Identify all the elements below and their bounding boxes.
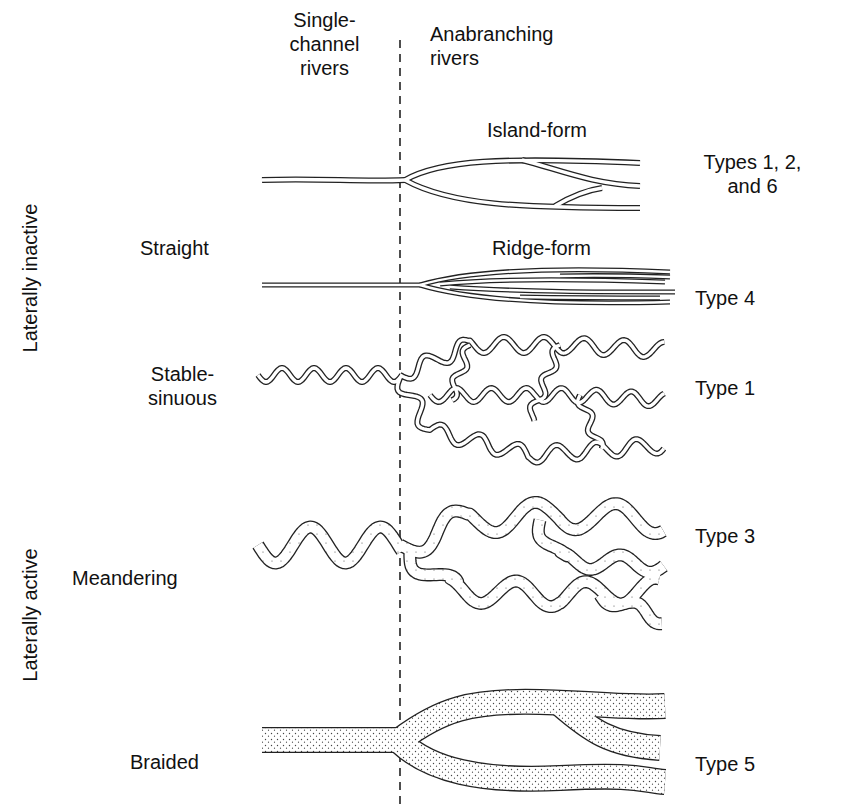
channel-bed (258, 368, 402, 382)
channel-bed (555, 188, 602, 206)
axis-label: Laterally inactive (18, 204, 42, 353)
pattern-label: Braided (130, 750, 199, 774)
pattern-label: Stable-sinuous (130, 362, 235, 410)
channel-bed (430, 388, 664, 406)
channel-bed (530, 345, 560, 421)
channel-bed (452, 345, 470, 400)
type-label: Type 4 (695, 286, 755, 310)
channel-bed (262, 179, 405, 180)
channel-bed (405, 160, 640, 180)
column-header: Anabranching rivers (430, 22, 570, 70)
channel-bed (262, 284, 420, 286)
channel-bank (258, 527, 402, 563)
channel-bed (578, 395, 603, 449)
channel-bed (522, 160, 640, 186)
channel-bed (397, 378, 664, 463)
channel-bank (400, 502, 663, 552)
channel-bank (397, 378, 664, 463)
channel-bed (520, 297, 660, 298)
pattern-label: Straight (140, 236, 209, 260)
channel-bed (420, 270, 670, 285)
channel-bank (262, 283, 420, 288)
channel-bed (560, 276, 670, 277)
channel-bed (262, 728, 405, 751)
type-label: Types 1, 2, and 6 (690, 150, 815, 198)
axis-label: Laterally active (18, 548, 42, 681)
channel-bank (450, 287, 675, 292)
channel-bed (258, 527, 402, 563)
channel-bank (262, 179, 405, 180)
column-header: Single-channel rivers (272, 8, 377, 80)
type-label: Type 5 (695, 752, 755, 776)
channel-bed (600, 595, 662, 624)
channel-bed (400, 502, 663, 552)
channel-bed (405, 180, 640, 208)
river-channels (258, 160, 675, 782)
channel-bed (560, 704, 660, 748)
channel-bank (262, 727, 405, 753)
channel-bank (560, 276, 670, 277)
channel-bank (600, 595, 662, 624)
channel-bed (538, 520, 664, 572)
form-label: Island-form (487, 118, 587, 142)
channel-bank (440, 280, 665, 284)
type-label: Type 1 (695, 376, 755, 400)
channel-bank (530, 345, 560, 421)
type-label: Type 3 (695, 524, 755, 548)
channel-bed (450, 287, 675, 292)
channel-bank (520, 297, 660, 298)
channel-bank (258, 368, 402, 382)
channel-bed (400, 337, 664, 379)
form-label: Ridge-form (492, 236, 591, 260)
channel-bank (555, 188, 602, 206)
channel-bank (400, 337, 664, 379)
divider-line (399, 40, 401, 805)
channel-bank (420, 270, 670, 285)
channel-bed (440, 280, 665, 284)
pattern-label: Meandering (72, 566, 178, 590)
